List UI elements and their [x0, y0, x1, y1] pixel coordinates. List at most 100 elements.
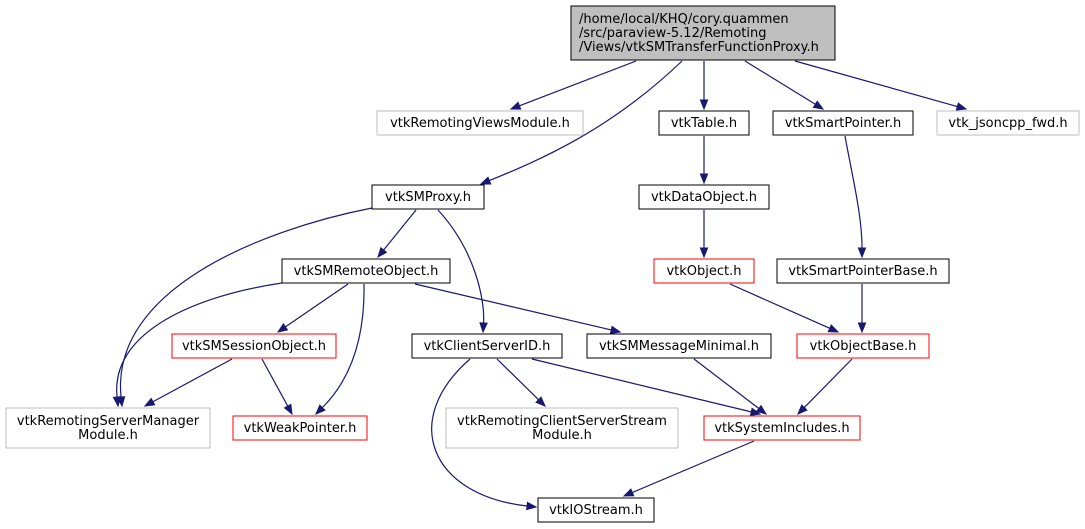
edge-vtkSMRemoteObject-to-vtkSMMessageMinimal [414, 283, 622, 335]
node-label-line: vtkRemotingClientServerStream [457, 414, 667, 429]
edge-vtkSMSessionObject-to-vtkWeakPointer [261, 358, 293, 416]
edge-vtkSMSessionObject-to-vtkRemotingServerManagerModule [143, 358, 233, 407]
edge-vtkSMProxy-to-vtkRemotingServerManagerModule [116, 207, 373, 408]
edge-arrowhead [955, 102, 968, 111]
node-box [586, 333, 772, 359]
node-vtkIOStream[interactable]: vtkIOStream.h [537, 497, 655, 523]
edge-arrowhead [699, 247, 709, 259]
edge-vtkSMRemoteObject-to-vtkSMSessionObject [276, 283, 349, 333]
node-box [776, 258, 950, 284]
node-label-line: vtkSMMessageMinimal.h [599, 339, 759, 354]
node-vtkTable[interactable]: vtkTable.h [658, 110, 750, 136]
edge-root-to-vtk_jsoncpp_fwd [794, 60, 968, 111]
node-label-line: vtkClientServerID.h [424, 339, 551, 354]
node-box [281, 258, 451, 284]
node-box [772, 110, 914, 136]
edge-line [519, 60, 637, 107]
edge-line [383, 209, 417, 251]
node-vtkClientServerID[interactable]: vtkClientServerID.h [411, 333, 563, 359]
node-box [936, 110, 1080, 136]
edge-line [152, 358, 233, 403]
edge-arrowhead [699, 173, 709, 185]
edge-line [489, 60, 683, 182]
edge-vtkDataObject-to-vtkObject [699, 210, 709, 259]
edge-vtkSystemIncludes-to-vtkIOStream [622, 440, 755, 497]
node-label-line: /home/local/KHQ/cory.quammen [579, 12, 789, 27]
node-label-line: vtkSystemIncludes.h [714, 421, 849, 436]
edge-vtkClientServerID-to-vtkIOStream [431, 358, 538, 511]
node-vtkSmartPointerBase[interactable]: vtkSmartPointerBase.h [776, 258, 950, 284]
edge-arrowhead [857, 247, 867, 259]
edge-arrowhead [112, 396, 122, 408]
node-label-line: /src/paraview-5.12/Remoting [579, 26, 766, 41]
node-box [658, 110, 750, 136]
edge-vtkClientServerID-to-vtkSystemIncludes [531, 358, 762, 416]
edge-arrowhead [812, 100, 825, 110]
edge-arrowhead [755, 404, 768, 415]
node-box [703, 415, 861, 441]
edge-line [803, 358, 853, 408]
edge-line [431, 358, 528, 507]
node-label-line: vtkIOStream.h [549, 503, 643, 518]
edge-line [437, 209, 485, 324]
edge-vtkTable-to-vtkDataObject [699, 136, 709, 185]
node-root[interactable]: /home/local/KHQ/cory.quammen/src/paravie… [570, 5, 836, 61]
node-box [232, 415, 368, 441]
edge-vtkObject-to-vtkObjectBase [729, 283, 840, 333]
node-label-line: /Views/vtkSMTransferFunctionProxy.h [579, 40, 819, 55]
node-box [5, 407, 211, 449]
node-box [171, 333, 337, 359]
edge-arrowhead [857, 322, 867, 334]
node-label-line: vtkObject.h [666, 264, 741, 279]
edge-arrowhead [276, 323, 289, 333]
node-label-line: vtkRemotingViewsModule.h [390, 116, 570, 131]
edge-arrowhead [797, 404, 808, 415]
node-vtkSmartPointer[interactable]: vtkSmartPointer.h [772, 110, 914, 136]
node-box [653, 258, 755, 284]
node-box [376, 110, 584, 136]
edge-arrowhead [827, 324, 840, 333]
node-vtkDataObject[interactable]: vtkDataObject.h [638, 184, 770, 210]
edge-line [261, 358, 289, 407]
node-box [796, 333, 930, 359]
node-vtkSystemIncludes[interactable]: vtkSystemIncludes.h [703, 415, 861, 441]
node-label-line: vtkTable.h [671, 116, 737, 131]
node-label-line: vtkObjectBase.h [810, 339, 917, 354]
node-vtkObjectBase[interactable]: vtkObjectBase.h [796, 333, 930, 359]
node-vtk_jsoncpp_fwd: vtk_jsoncpp_fwd.h [936, 110, 1080, 136]
edge-vtkSMRemoteObject-to-vtkWeakPointer [315, 283, 365, 415]
node-label-line: Module.h [78, 428, 138, 443]
node-box [411, 333, 563, 359]
edge-vtkSmartPointerBase-to-vtkObjectBase [857, 284, 867, 334]
node-label-line: vtkDataObject.h [651, 190, 757, 205]
node-label-line: vtkSMSessionObject.h [182, 339, 326, 354]
node-vtkObject[interactable]: vtkObject.h [653, 258, 755, 284]
edge-line [744, 60, 816, 105]
node-label-line: vtkSmartPointer.h [785, 116, 901, 131]
edge-arrowhead [699, 99, 709, 111]
node-vtkSMProxy[interactable]: vtkSMProxy.h [371, 184, 485, 210]
edge-vtkSMRemoteObject-to-vtkRemotingServerManagerModule [112, 282, 283, 408]
node-vtkWeakPointer[interactable]: vtkWeakPointer.h [232, 415, 368, 441]
edge-vtkSmartPointer-to-vtkSmartPointerBase [844, 135, 867, 259]
node-label-line: vtk_jsoncpp_fwd.h [948, 116, 1067, 131]
edge-arrowhead [749, 407, 762, 416]
edge-line [531, 358, 752, 413]
edge-line [414, 283, 612, 331]
node-box [537, 497, 655, 523]
edge-vtkObjectBase-to-vtkSystemIncludes [797, 358, 853, 415]
node-box [371, 184, 485, 210]
node-vtkSMSessionObject[interactable]: vtkSMSessionObject.h [171, 333, 337, 359]
edge-arrowhead [315, 404, 326, 415]
node-vtkSMMessageMinimal[interactable]: vtkSMMessageMinimal.h [586, 333, 772, 359]
edge-line [632, 440, 755, 494]
edge-arrowhead [377, 246, 388, 259]
node-vtkSMRemoteObject[interactable]: vtkSMRemoteObject.h [281, 258, 451, 284]
edge-vtkSMMessageMinimal-to-vtkSystemIncludes [693, 358, 768, 415]
edge-root-to-vtkSMProxy [479, 60, 683, 185]
node-label-line: vtkRemotingServerManager [17, 414, 200, 429]
edge-arrowhead [509, 101, 522, 110]
edges-layer [112, 60, 968, 511]
